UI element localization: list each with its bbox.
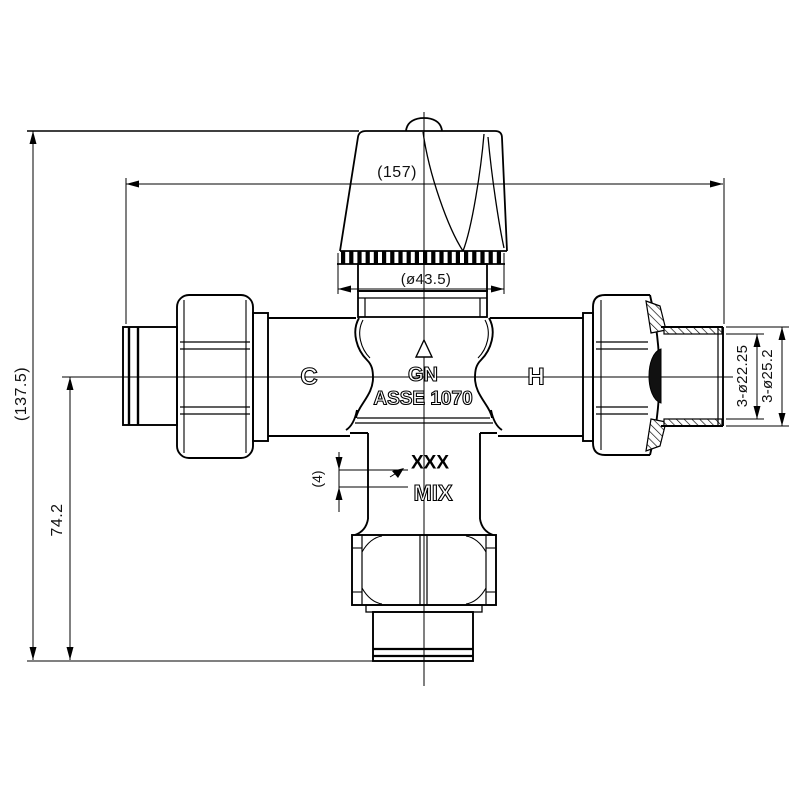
dim-center-height: 74.2 xyxy=(49,377,74,660)
body-waist-left xyxy=(354,317,374,419)
dim-overall-height: (137.5) xyxy=(13,130,373,662)
right-nut-top xyxy=(592,294,650,308)
body-foot-left xyxy=(345,409,358,431)
thread-band-bottom xyxy=(663,418,723,427)
right-port xyxy=(592,294,724,456)
body-center xyxy=(345,317,503,431)
handle-knob xyxy=(339,117,508,252)
dim-knob-diameter-text: (ø43.5) xyxy=(401,271,451,288)
dim-port-outer: 3-ø25.2 xyxy=(726,326,789,427)
knob-collar xyxy=(357,263,488,318)
outlet-tailpiece xyxy=(372,611,474,662)
cold-port-label: C xyxy=(300,364,317,391)
dim-overall-width: (157) xyxy=(125,164,725,324)
body-barrel xyxy=(252,312,594,442)
bonnet-collar xyxy=(357,290,488,318)
dim-marking-height-text: (4) xyxy=(309,470,325,487)
left-union-nut xyxy=(176,294,254,459)
dim-marking-height: (4) xyxy=(309,452,408,512)
knob-grip-curve-right xyxy=(462,133,485,252)
dim-center-height-text: 74.2 xyxy=(49,503,66,536)
knob-outline xyxy=(339,130,508,252)
body-foot-right xyxy=(490,409,503,431)
section-wedge-bottom xyxy=(645,418,667,452)
centerlines xyxy=(62,112,733,686)
dim-port-outer-text: 3-ø25.2 xyxy=(759,349,776,403)
dim-port-bore: 3-ø22.25 xyxy=(726,333,764,420)
hex-chamfer-tr xyxy=(465,535,487,553)
dim-knob-diameter: (ø43.5) xyxy=(337,253,505,294)
hex-chamfer-tl xyxy=(361,535,383,553)
knob-edge-highlight xyxy=(487,136,505,249)
standard-label: ASSE 1070 xyxy=(373,389,472,410)
mix-outlet xyxy=(350,432,497,662)
dim-overall-height-text: (137.5) xyxy=(13,367,30,421)
thread-band-top xyxy=(663,326,723,335)
hex-chamfer-br xyxy=(465,587,487,605)
hex-chamfer-bl xyxy=(361,587,383,605)
body-waist-left-inner xyxy=(359,319,371,359)
flow-direction-triangle-icon xyxy=(414,338,434,358)
left-port xyxy=(122,294,254,459)
mix-outlet-label: MIX xyxy=(413,481,452,506)
brand-label: GN xyxy=(408,364,438,386)
dim-overall-width-text: (157) xyxy=(377,164,417,181)
dim-port-bore-text: 3-ø22.25 xyxy=(734,345,751,407)
body-waist-right-inner xyxy=(477,319,489,359)
gasket-section xyxy=(648,348,662,404)
right-nut-bottom xyxy=(592,442,650,456)
marking-leader-arrow xyxy=(392,468,404,478)
body-waist-right xyxy=(474,317,494,419)
knob-grip-curve-left xyxy=(422,131,464,252)
marking-placeholder-label: XXX xyxy=(411,453,449,474)
dimensions: (157) (ø43.5) (137.5) 74.2 xyxy=(13,130,789,662)
knob-dome xyxy=(405,117,443,132)
hot-port-label: H xyxy=(527,364,544,391)
body-markings: C H GN ASSE 1070 XXX MIX xyxy=(300,338,545,506)
